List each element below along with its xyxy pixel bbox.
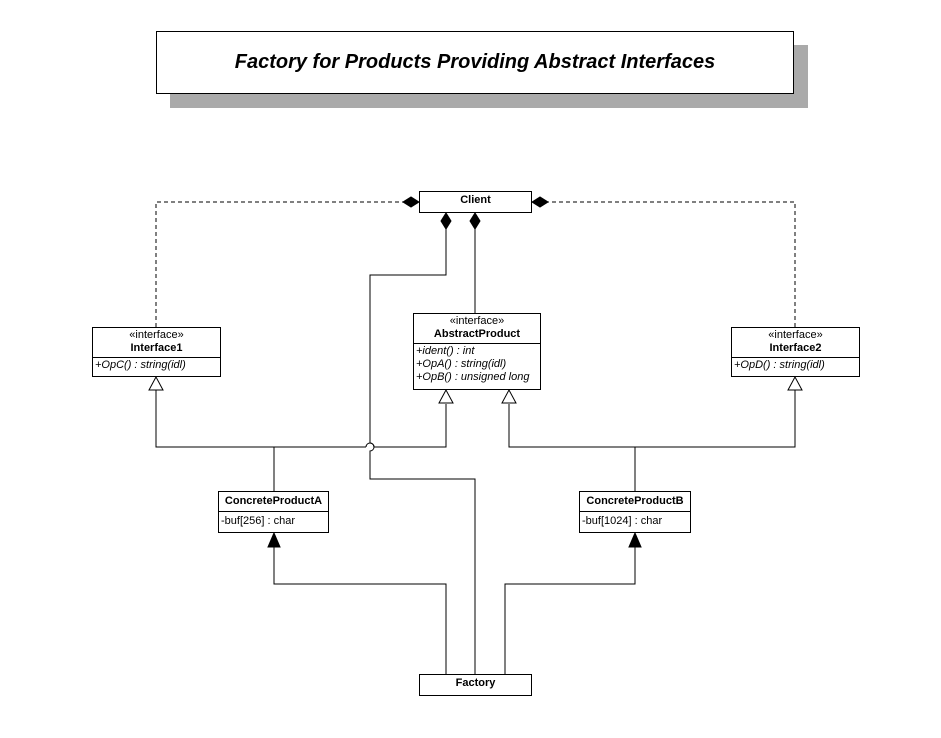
class-abstractproduct-header: «interface» AbstractProduct (414, 314, 540, 344)
generalization-bus-a (365, 404, 447, 448)
operation: +OpA() : string(idl) (416, 358, 507, 370)
attribute: -buf[256] : char (221, 515, 295, 527)
triangle-abstractproduct-left (438, 388, 454, 404)
class-factory-name: Factory (455, 677, 496, 689)
association-client-factory (369, 229, 447, 443)
class-interface2-operations: +OpD() : string(idl) (732, 358, 859, 374)
class-abstractproduct-stereotype: «interface» (449, 315, 505, 327)
page-title: Factory for Products Providing Abstract … (234, 51, 716, 73)
class-concreteproducta-name: ConcreteProductA (224, 495, 323, 507)
class-factory[interactable]: Factory (419, 674, 532, 696)
class-abstractproduct[interactable]: «interface» AbstractProduct +ident() : i… (413, 313, 541, 390)
triangle-interface2 (787, 375, 803, 391)
class-factory-header: Factory (420, 675, 531, 692)
class-interface2-stereotype: «interface» (768, 329, 823, 341)
diamond-bottom-left (440, 212, 452, 230)
association-client-factory-hop (369, 442, 476, 674)
composition-diamonds (402, 196, 549, 230)
class-concreteproductb-attributes: -buf[1024] : char (580, 512, 690, 530)
dependency-interface2-client (548, 201, 796, 327)
arrowhead-concrete-a (267, 531, 281, 548)
class-interface2-name: Interface2 (769, 342, 822, 354)
generalization-b-bus (508, 390, 796, 448)
class-concreteproducta-header: ConcreteProductA (219, 492, 328, 512)
generalization-a-interface1 (155, 390, 366, 448)
dashed-dependency-lines (155, 201, 796, 327)
class-interface1[interactable]: «interface» Interface1 +OpC() : string(i… (92, 327, 221, 377)
class-concreteproductb-name: ConcreteProductB (586, 495, 684, 507)
factory-creates-a (273, 547, 447, 674)
class-abstractproduct-operations: +ident() : int +OpA() : string(idl) +OpB… (414, 344, 540, 386)
class-interface1-header: «interface» Interface1 (93, 328, 220, 358)
diamond-right (531, 196, 549, 208)
operation: +OpB() : unsigned long (416, 371, 530, 383)
title-box: Factory for Products Providing Abstract … (156, 31, 794, 94)
class-abstractproduct-name: AbstractProduct (433, 328, 521, 340)
class-concreteproducta-attributes: -buf[256] : char (219, 512, 328, 530)
attribute: -buf[1024] : char (582, 515, 663, 527)
class-client-name: Client (460, 194, 491, 206)
class-interface1-name: Interface1 (130, 342, 183, 354)
diamond-bottom-right (469, 212, 481, 230)
dependency-interface1-client (155, 201, 403, 327)
class-client-header: Client (420, 192, 531, 209)
class-concreteproducta[interactable]: ConcreteProductA -buf[256] : char (218, 491, 329, 533)
arrowhead-concrete-b (628, 531, 642, 548)
class-client[interactable]: Client (419, 191, 532, 213)
class-interface2-header: «interface» Interface2 (732, 328, 859, 358)
generalization-triangles (148, 375, 803, 404)
diamond-left (402, 196, 420, 208)
operation: +OpC() : string(idl) (95, 359, 186, 371)
solid-lines (155, 229, 796, 674)
class-interface1-stereotype: «interface» (129, 329, 184, 341)
operation: +ident() : int (416, 345, 475, 357)
operation: +OpD() : string(idl) (734, 359, 825, 371)
class-concreteproductb-header: ConcreteProductB (580, 492, 690, 512)
triangle-interface1 (148, 375, 164, 391)
class-interface1-operations: +OpC() : string(idl) (93, 358, 220, 374)
factory-creates-b (504, 547, 636, 674)
class-interface2[interactable]: «interface» Interface2 +OpD() : string(i… (731, 327, 860, 377)
class-concreteproductb[interactable]: ConcreteProductB -buf[1024] : char (579, 491, 691, 533)
triangle-abstractproduct-right (501, 388, 517, 404)
creation-arrowheads (267, 531, 642, 548)
